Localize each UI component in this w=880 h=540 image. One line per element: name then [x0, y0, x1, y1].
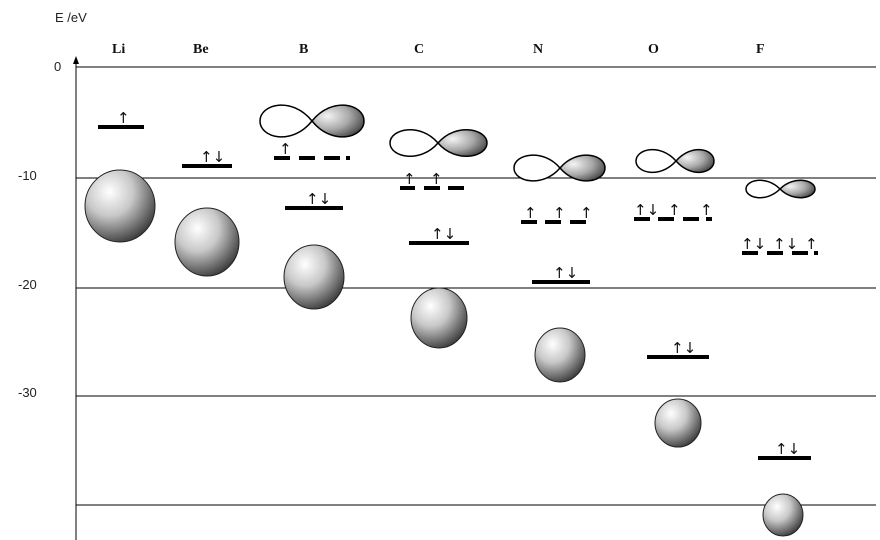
- s-orbital-sphere-icon: [410, 287, 468, 349]
- p-spin-arrows: ↑↓: [634, 201, 659, 219]
- axis-tick-label: 0: [54, 59, 61, 74]
- s-spin-arrows: ↑↓: [553, 264, 578, 282]
- p-orbital-dark-lobe: [559, 154, 606, 182]
- p-spin-arrows: ↑: [430, 170, 443, 188]
- p-level-bar: [814, 251, 818, 255]
- s-spin-arrows: ↑↓: [671, 339, 696, 357]
- p-spin-arrows: ↑: [524, 204, 537, 222]
- p-orbital-dark-lobe: [674, 149, 715, 173]
- p-orbital-lobes-icon: [389, 129, 439, 157]
- s-spin-arrows: ↑↓: [431, 225, 456, 243]
- p-spin-arrows: ↑: [805, 235, 818, 253]
- s-orbital-sphere-icon: [654, 398, 702, 448]
- p-spin-arrows: ↑: [668, 201, 681, 219]
- p-spin-arrows: ↑: [580, 204, 593, 222]
- s-spin-arrows: ↑↓: [200, 148, 225, 166]
- axis-tick-label: -20: [18, 277, 37, 292]
- p-orbital-lobes-icon: [259, 104, 313, 138]
- s-orbital-sphere-icon: [283, 244, 345, 310]
- axis-tick-label: -10: [18, 168, 37, 183]
- element-symbol-o: O: [648, 42, 659, 57]
- element-symbol-li: Li: [112, 42, 125, 57]
- s-spin-arrows: ↑↓: [775, 440, 800, 458]
- p-spin-arrows: ↑↓: [773, 235, 798, 253]
- p-orbital-lobes-icon: [745, 179, 782, 199]
- s-orbital-sphere-icon: [174, 207, 240, 277]
- energy-axis-arrow-icon: [73, 56, 79, 64]
- p-spin-arrows: ↑: [700, 201, 713, 219]
- energy-axis-label: E /eV: [55, 10, 87, 25]
- p-spin-arrows: ↑↓: [741, 235, 766, 253]
- p-orbital-dark-lobe: [437, 129, 488, 157]
- s-orbital-sphere-icon: [84, 169, 156, 243]
- element-symbol-n: N: [533, 42, 543, 57]
- p-orbital-dark-lobe: [778, 179, 816, 199]
- element-symbol-f: F: [756, 42, 765, 57]
- p-spin-arrows: ↑: [553, 204, 566, 222]
- s-spin-arrows: ↑: [117, 109, 130, 127]
- p-orbital-lobes-icon: [513, 154, 561, 182]
- s-orbital-sphere-icon: [534, 327, 586, 383]
- element-symbol-c: C: [414, 42, 424, 57]
- element-symbol-be: Be: [193, 42, 209, 57]
- p-level-bar: [706, 217, 712, 221]
- p-spin-arrows: ↑: [403, 170, 416, 188]
- p-orbital-dark-lobe: [311, 104, 365, 138]
- p-level-bar: [346, 156, 350, 160]
- element-symbol-b: B: [299, 42, 308, 57]
- s-spin-arrows: ↑↓: [306, 190, 331, 208]
- p-orbital-lobes-icon: [635, 149, 678, 173]
- axis-tick-label: -30: [18, 385, 37, 400]
- p-spin-arrows: ↑: [279, 140, 292, 158]
- s-orbital-sphere-icon: [762, 493, 804, 537]
